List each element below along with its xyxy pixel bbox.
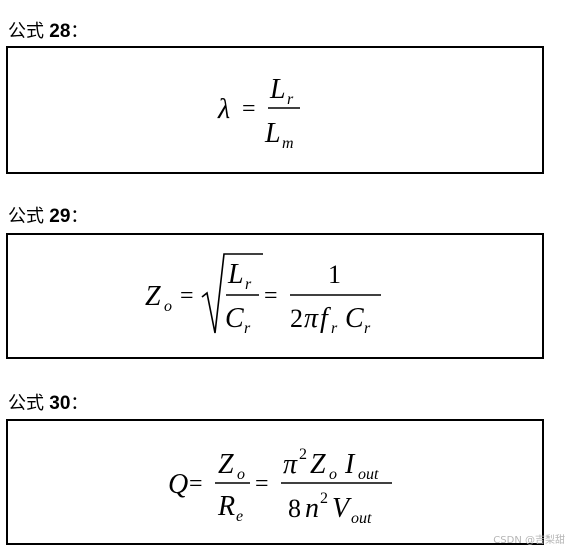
factor-two: 2 [290, 304, 303, 333]
equals-sign-1: = [180, 283, 194, 309]
current-I: I [344, 449, 356, 480]
watermark: CSDN @吉梨甜 [493, 535, 565, 546]
formula-30-heading: 公式 30： [8, 393, 88, 415]
formula-28-heading: 公式 28： [8, 21, 88, 43]
formula-28-equation: λ = L r L m [217, 74, 300, 152]
numerator-Z: Z [218, 449, 234, 480]
formula-29-equation: Z o = L r C r = 1 2 π f r C r [145, 253, 381, 337]
voltage-V: V [332, 493, 352, 524]
subscript-e: e [236, 508, 243, 525]
formula-colon: ： [70, 206, 89, 227]
subscript-r: r [244, 320, 251, 337]
subscript-r: r [245, 276, 252, 293]
formula-number: 30 [49, 393, 71, 414]
subscript-o: o [164, 298, 172, 315]
denominator-R: R [217, 491, 235, 522]
subscript-out: out [351, 510, 372, 527]
denominator-L: L [264, 118, 281, 149]
subscript-o: o [237, 466, 245, 483]
formula-28-box: λ = L r L m [6, 46, 544, 174]
equals-sign-2: = [264, 283, 278, 309]
formula-label: 公式 [8, 21, 44, 42]
denominator-C: C [225, 303, 244, 334]
subscript-r: r [364, 320, 371, 337]
formula-29-box: Z o = L r C r = 1 2 π f r C r [6, 233, 544, 359]
formula-30-box: Q = Z o R e = π 2 Z o I out 8 n 2 V out [6, 419, 544, 545]
formula-30-equation: Q = Z o R e = π 2 Z o I out 8 n 2 V out [168, 446, 392, 527]
subscript-r: r [331, 320, 338, 337]
Z-symbol: Z [145, 281, 161, 312]
formula-colon: ： [70, 21, 89, 42]
numerator-L: L [227, 259, 244, 290]
subscript-out: out [358, 466, 379, 483]
formula-colon: ： [70, 393, 89, 414]
formula-number: 29 [49, 206, 71, 227]
formula-29-heading: 公式 29： [8, 206, 88, 228]
sqrt-sign [201, 253, 263, 334]
pi-symbol: π [283, 449, 298, 480]
superscript-2: 2 [320, 490, 328, 507]
formula-label: 公式 [8, 206, 44, 227]
equals-sign-2: = [255, 471, 269, 497]
factor-eight: 8 [288, 494, 301, 523]
superscript-2: 2 [299, 446, 307, 463]
numerator-L: L [269, 74, 286, 105]
equals-sign: = [242, 96, 256, 122]
subscript-r: r [287, 91, 294, 108]
pi-symbol: π [304, 303, 319, 334]
numerator-Z: Z [310, 449, 326, 480]
subscript-o: o [329, 466, 337, 483]
C-symbol: C [345, 303, 364, 334]
lambda-symbol: λ [217, 94, 230, 125]
f-symbol: f [320, 303, 331, 334]
subscript-m: m [282, 135, 294, 152]
equals-sign-1: = [189, 471, 203, 497]
Q-symbol: Q [168, 469, 188, 500]
n-symbol: n [305, 493, 319, 524]
numerator-one: 1 [328, 260, 341, 289]
formula-number: 28 [49, 21, 71, 42]
formula-label: 公式 [8, 393, 44, 414]
